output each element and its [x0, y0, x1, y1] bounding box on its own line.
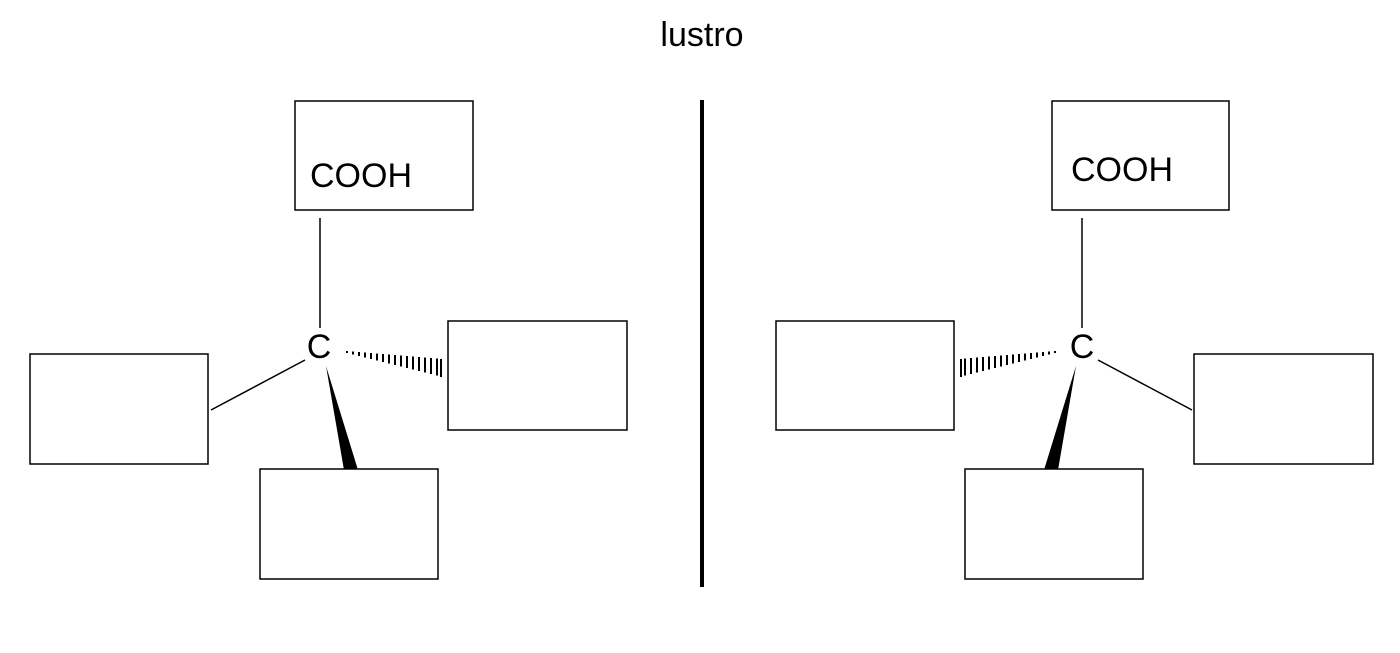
left-right-box[interactable] [447, 320, 628, 431]
left-molecule: COOH C [29, 100, 628, 580]
right-left-box[interactable] [775, 320, 955, 431]
right-right-box[interactable] [1193, 353, 1374, 465]
right-wedge-bond [1044, 366, 1076, 470]
left-top-box[interactable] [294, 100, 474, 211]
right-molecule: COOH C [775, 100, 1374, 580]
right-bottom-box[interactable] [964, 468, 1144, 580]
left-hashed-bond [346, 351, 442, 377]
left-center-atom: C [307, 328, 332, 366]
left-bottom-box[interactable] [259, 468, 439, 580]
right-hashed-bond [960, 351, 1056, 377]
right-top-box[interactable] [1051, 100, 1230, 211]
right-bond-right [1097, 359, 1193, 411]
right-center-atom: C [1070, 328, 1095, 366]
left-bond-left [210, 359, 306, 411]
left-wedge-bond [326, 366, 358, 470]
left-top-group-label: COOH [310, 157, 412, 195]
mirror-title: lustro [660, 16, 743, 54]
left-left-box[interactable] [29, 353, 209, 465]
right-top-group-label: COOH [1071, 151, 1173, 189]
